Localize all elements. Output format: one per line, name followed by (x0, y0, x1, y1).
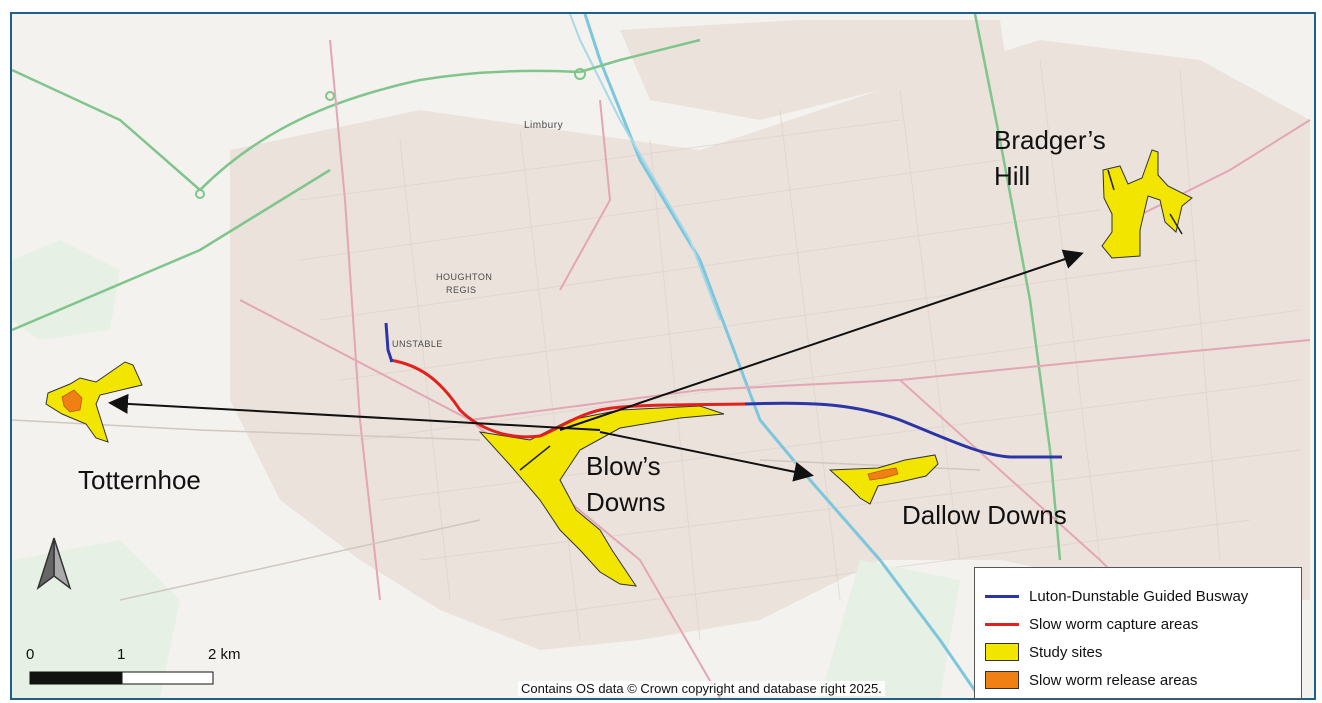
slow-worm-capture-line (389, 358, 746, 439)
site-boundary-line (1169, 213, 1183, 235)
roundabout (325, 91, 335, 101)
release-area-totternhoe (61, 389, 83, 413)
north-arrow-icon (36, 537, 72, 591)
rail-line (569, 13, 721, 321)
map-label-limbury: Limbury (524, 120, 564, 131)
legend-label: Study sites (1029, 643, 1103, 661)
roads-grey (11, 419, 981, 601)
scale-label-2km: 2 km (208, 646, 241, 663)
study-site-blows-downs (478, 405, 725, 587)
arrow-to-totternhoe (108, 393, 601, 431)
map-label-houghton: HOUGHTON (436, 272, 493, 282)
map-legend: Luton-Dunstable Guided Busway Slow worm … (974, 567, 1302, 699)
scale-label-0: 0 (26, 646, 35, 663)
place-label-totternhoe: Totternhoe (78, 465, 201, 495)
scale-bar (29, 671, 214, 685)
fields (12, 240, 960, 698)
arrow-to-bradgers-hill (559, 249, 1084, 431)
legend-label: Luton-Dunstable Guided Busway (1029, 587, 1249, 605)
busway-line-swatch (985, 594, 1019, 598)
legend-label: Slow worm capture areas (1029, 615, 1199, 633)
urban-texture (299, 59, 1301, 641)
study-site-dallow-downs (828, 454, 939, 505)
guided-busway-line (384, 322, 1062, 459)
roads-green (11, 13, 1062, 561)
map-label-regis: REGIS (446, 285, 477, 295)
study-site-totternhoe (45, 361, 143, 443)
scale-label-1: 1 (117, 646, 126, 663)
legend-item-busway: Luton-Dunstable Guided Busway (985, 582, 1291, 610)
river-line (583, 13, 982, 699)
copyright-notice: Contains OS data © Crown copyright and d… (518, 681, 885, 696)
study-site-bradgers-hill (1101, 149, 1193, 259)
release-area-swatch (985, 671, 1019, 689)
study-site-swatch (985, 643, 1019, 661)
site-boundary-line (519, 445, 551, 471)
study-sites (45, 149, 1193, 587)
legend-item-capture: Slow worm capture areas (985, 610, 1291, 638)
place-label-blows-downs: Blow’s Downs (586, 451, 666, 517)
place-label-bradgers-hill: Bradger’s Hill (994, 125, 1106, 191)
map-label-dunstable: UNSTABLE (392, 339, 443, 349)
place-label-dallow-downs: Dallow Downs (902, 500, 1067, 530)
roundabout (574, 68, 586, 80)
site-boundary-line (1107, 169, 1115, 191)
legend-label: Slow worm release areas (1029, 671, 1198, 689)
release-areas (61, 389, 899, 481)
capture-line-swatch (985, 622, 1019, 626)
urban-areas (230, 20, 1310, 650)
release-area-dallow (867, 467, 899, 481)
legend-item-study-sites: Study sites (985, 638, 1291, 666)
arrow-to-dallow-downs (599, 431, 814, 482)
roundabout (195, 189, 205, 199)
legend-item-release: Slow worm release areas (985, 666, 1291, 694)
